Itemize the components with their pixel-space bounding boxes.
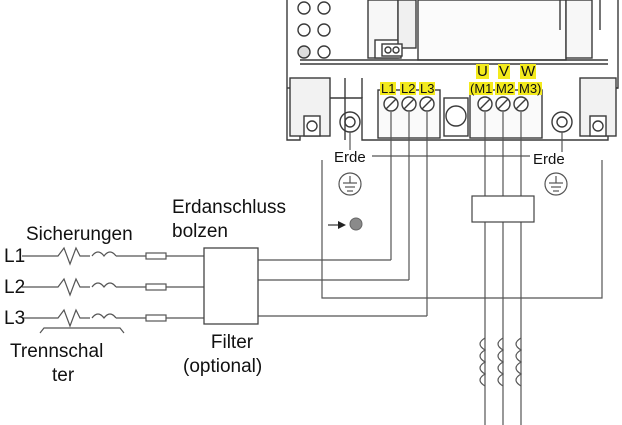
terminal-label-l3: L3	[419, 81, 436, 96]
drive-housing	[286, 0, 619, 141]
ground-label-right: Erde	[533, 151, 565, 168]
line-label-l3: L3	[4, 308, 26, 329]
filter-label-line2: (optional)	[183, 356, 263, 377]
disconnect-label-line1: Trennschal	[10, 341, 104, 362]
terminal-label-m3: M3)	[518, 81, 543, 96]
terminal-label-w: W	[520, 63, 537, 80]
line-label-l2: L2	[4, 277, 26, 298]
line-label-l1: L1	[4, 246, 26, 267]
input-wiring	[22, 112, 428, 334]
filter-label-line1: Filter	[210, 332, 254, 353]
output-wiring	[471, 112, 535, 425]
ground-stud-label-line2: bolzen	[172, 221, 228, 242]
disconnect-label-line2: ter	[52, 365, 75, 386]
ground-stud-label-line1: Erdanschluss	[172, 197, 287, 218]
ground-stud	[328, 217, 363, 231]
ground-label-left: Erde	[334, 149, 366, 166]
terminal-label-l2: L2	[400, 81, 417, 96]
terminal-label-m1: (M1	[469, 81, 494, 96]
terminal-label-m2: M2	[495, 81, 516, 96]
terminal-label-u: U	[476, 63, 489, 80]
ground-wiring	[321, 132, 603, 299]
terminal-label-v: V	[498, 63, 511, 80]
fuses-label: Sicherungen	[26, 224, 133, 245]
terminal-label-l1: L1	[380, 81, 397, 96]
filter-box	[203, 247, 259, 325]
